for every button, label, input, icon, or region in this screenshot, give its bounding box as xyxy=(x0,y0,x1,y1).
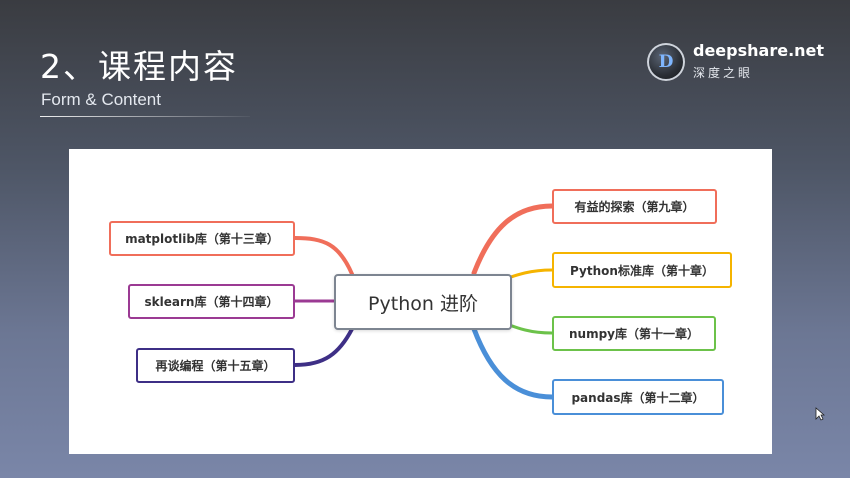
connector-left-1 xyxy=(293,236,354,276)
center-node[interactable]: Python 进阶 xyxy=(334,274,512,330)
branch-node-stdlib[interactable]: Python标准库（第十章） xyxy=(552,252,732,288)
brand: D deepshare.net 深度之眼 xyxy=(647,40,827,86)
connector-right-1 xyxy=(471,203,555,276)
connector-left-3 xyxy=(293,327,354,367)
branch-node-pandas[interactable]: pandas库（第十二章） xyxy=(552,379,724,415)
title-divider xyxy=(40,116,250,117)
brand-subtitle: 深度之眼 xyxy=(693,66,754,80)
brand-logo-letter: D xyxy=(658,52,674,72)
slide-subtitle: Form & Content xyxy=(41,90,161,109)
mindmap-panel: matplotlib库（第十三章） sklearn库（第十四章） 再谈编程（第十… xyxy=(69,149,772,454)
branch-node-programming[interactable]: 再谈编程（第十五章） xyxy=(136,348,295,383)
brand-name: deepshare.net xyxy=(693,41,825,60)
slide-title: 2、课程内容 xyxy=(40,47,238,86)
mouse-cursor-icon xyxy=(815,407,825,421)
connector-right-4 xyxy=(471,326,555,400)
branch-node-matplotlib[interactable]: matplotlib库（第十三章） xyxy=(109,221,295,256)
branch-node-exploration[interactable]: 有益的探索（第九章） xyxy=(552,189,717,224)
brand-logo-icon: D xyxy=(647,43,685,81)
branch-node-sklearn[interactable]: sklearn库（第十四章） xyxy=(128,284,295,319)
branch-node-numpy[interactable]: numpy库（第十一章） xyxy=(552,316,716,351)
